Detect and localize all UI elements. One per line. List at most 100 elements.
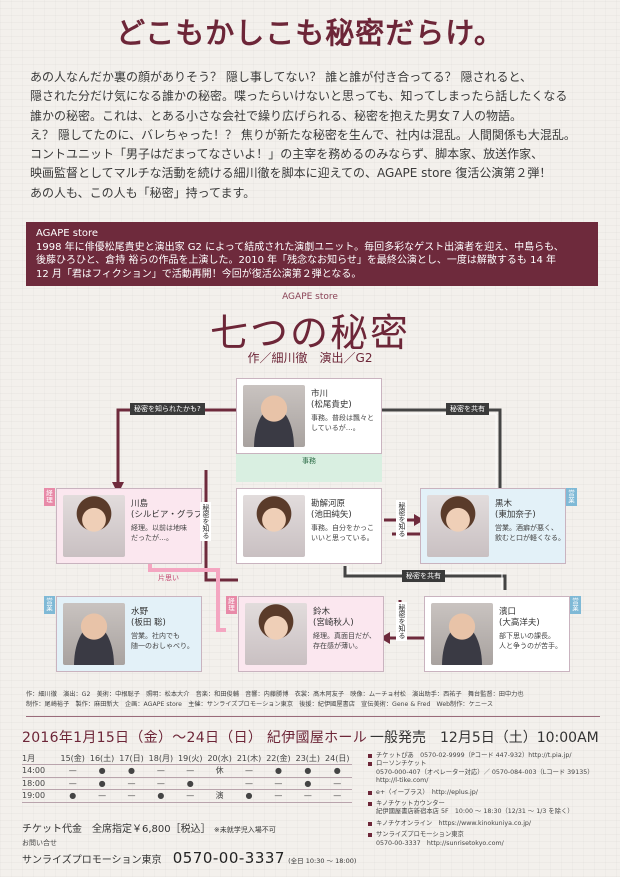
desc-kuroki: 営業。酒癖が悪く、飲むと口が軽くなる。 — [495, 524, 565, 542]
tab-eigyo: 営業 — [570, 596, 581, 614]
tab-eigyo: 営業 — [44, 596, 55, 614]
play-title: 七つの秘密 — [209, 311, 410, 355]
photo-ichikawa — [243, 385, 305, 447]
photo-hamaguchi — [431, 603, 493, 665]
ticket-outlet: ローソンチケット — [368, 760, 600, 768]
ticket-outlet: キノチケオンライン https://www.kinokuniya.co.jp/ — [368, 820, 600, 828]
name-mizuno: 水野(板田 聡) — [131, 607, 166, 628]
byline: 作／細川徹 演出／G2 — [247, 351, 373, 365]
schedule-row: 14:00 — ● ● — — 休 — ● ● ● — [22, 764, 352, 778]
desc-kawashima: 経理。以前は地味だったが…。 — [131, 524, 187, 542]
card-suzuki: 鈴木(宮崎秋人) 経理。真面目だが、存在感が薄い。 — [238, 596, 384, 672]
about-line: 1998 年に俳優松尾貴史と演出家 G2 によって結成された演劇ユニット。毎回多… — [36, 241, 564, 253]
schedule-day: 1月 — [22, 752, 58, 765]
schedule-cell: — — [146, 764, 176, 778]
ticket-outlet: キノチケットカウンター — [368, 800, 600, 808]
desc-ichikawa: 事務。普段は飄々としているが…。 — [311, 414, 374, 432]
schedule-day: 17(日) — [116, 752, 147, 765]
schedule-cell: — — [234, 764, 264, 778]
contact-org: サンライズプロモーション東京 — [22, 855, 162, 866]
contact-info: サンライズプロモーション東京 0570-00-3337 (全日 10:30 〜 … — [22, 849, 356, 867]
schedule-day: 20(水) — [204, 752, 235, 765]
label-knows-secret: 秘密を知る — [200, 502, 211, 541]
ticket-outlet: チケットぴあ 0570-02-9999（Pコード 447-932）http://… — [368, 752, 600, 760]
schedule-cell: ● — [175, 777, 205, 790]
schedule-time: 18:00 — [22, 777, 58, 790]
schedule-table: 1月 15(金) 16(土) 17(日) 18(月) 19(火) 20(水) 2… — [22, 752, 352, 803]
performance-dates: 2016年1月15日（金）〜24日（日） 紀伊國屋ホール — [22, 730, 368, 746]
schedule-cell: — — [87, 789, 117, 803]
line-ichikawa-kuroki — [382, 408, 502, 488]
card-hamaguchi: 濱口(大高洋夫) 部下思いの課長。人と争うのが苦手。 — [424, 596, 570, 672]
contact-hours: (全日 10:30 〜 18:00) — [288, 857, 357, 865]
photo-kawashima — [63, 495, 125, 557]
intro-line: え？ 隠してたのに、バレちゃった！？ 焦りが新たな秘密を生んで、社内は混乱。人間… — [30, 127, 576, 142]
card-mizuno: 水野(板田 聡) 営業。社内でも随一のおしゃべり。 — [56, 596, 202, 672]
schedule-day: 21(木) — [234, 752, 264, 765]
schedule-cell: ● — [116, 764, 147, 778]
schedule-time: 14:00 — [22, 764, 58, 778]
schedule-cell: ● — [87, 777, 117, 790]
arrow-head — [414, 514, 424, 526]
price-text: チケット代金 全席指定￥6,800［税込］ — [22, 824, 211, 835]
jimu-band: 事務 — [236, 454, 382, 482]
label-secret-shared: 秘密を共有 — [402, 570, 445, 582]
schedule-cell: — — [58, 777, 88, 790]
schedule-cell: ● — [58, 789, 88, 803]
schedule-cell: — — [175, 789, 205, 803]
about-heading: AGAPE store — [36, 228, 99, 239]
ticket-price: チケット代金 全席指定￥6,800［税込］ ※未就学児入場不可 — [22, 820, 276, 835]
schedule-cell: 演 — [204, 789, 235, 803]
schedule-cell: — — [263, 789, 294, 803]
intro-line: あの人も、この人も「秘密」持ってます。 — [30, 185, 256, 200]
schedule-cell — [204, 777, 235, 790]
schedule-day: 16(土) — [87, 752, 117, 765]
ticket-outlet: サンライズプロモーション東京 — [368, 831, 600, 839]
schedule-row: 19:00 ● — — ● — 演 ● — — — — [22, 789, 352, 803]
label-secret-known: 秘密を知られたかも? — [130, 403, 205, 415]
schedule-cell: ● — [322, 764, 352, 778]
photo-mizuno — [63, 603, 125, 665]
schedule-cell: — — [58, 764, 88, 778]
credits-line: 作：細川徹 演出：G2 美術：中根聡子 照明：松本大介 音楽：和田俊輔 音響：内… — [26, 691, 524, 698]
label-secret-shared: 秘密を共有 — [446, 403, 489, 415]
photo-kuroki — [427, 495, 489, 557]
schedule-cell: ● — [146, 789, 176, 803]
schedule-cell: — — [234, 777, 264, 790]
schedule-time: 19:00 — [22, 789, 58, 803]
intro-line: あの人なんだか裏の顔がありそう？ 隠し事してない？ 誰と誰が付き合ってる？ 隠さ… — [30, 70, 533, 84]
photo-suzuki — [245, 603, 307, 665]
card-kawashima: 川島(シルビア・グラブ) 経理。以前は地味だったが…。 — [56, 488, 206, 564]
intro-line: 誰かの秘密。これは、とある小さな会社で繰り広げられる、秘密を抱えた男女７人の物語… — [30, 108, 523, 123]
contact-phone: 0570-00-3337 — [172, 849, 285, 867]
relationship-chart: 市川(松尾貴史) 事務。普段は飄々としているが…。 事務 川島(シルビア・グラブ… — [0, 370, 620, 680]
schedule-cell: ● — [263, 764, 294, 778]
price-note: ※未就学児入場不可 — [213, 826, 276, 834]
photo-kadenokoji — [243, 495, 305, 557]
ticket-outlet: e+（イープラス） http://eplus.jp/ — [368, 789, 600, 797]
schedule-row: 18:00 — ● — — ● — — ● — — [22, 777, 352, 790]
general-sale: 一般発売 12月5日（土）10:00AM — [370, 730, 599, 746]
schedule-cell: — — [175, 764, 205, 778]
card-kadenokoji: 勘解河原(池田純矢) 事務。自分をかっこいいと思っている。 — [236, 488, 382, 564]
desc-hamaguchi: 部下思いの課長。人と争うのが苦手。 — [499, 632, 562, 650]
schedule-cell: — — [116, 777, 147, 790]
schedule-cell: — — [263, 777, 294, 790]
schedule-day: 15(金) — [58, 752, 88, 765]
schedule-cell: — — [322, 789, 352, 803]
credits-line: 制作：尾崎裕子 製作：麻田新大 企画：AGAPE store 主催：サンライズプ… — [26, 700, 494, 708]
schedule-cell: — — [146, 777, 176, 790]
intro-line: 隠された分だけ気になる誰かの秘密。喋ったらいけないと思っても、知ってしまったら話… — [30, 89, 568, 104]
tagline: どこもかしこも秘密だらけ。 — [116, 16, 504, 50]
tab-eigyo: 営業 — [566, 488, 577, 506]
schedule-cell: — — [322, 777, 352, 790]
divider — [26, 716, 600, 717]
schedule-day: 24(日) — [322, 752, 352, 765]
schedule-day: 19(火) — [175, 752, 205, 765]
line-ichikawa-kuroki-inner — [382, 413, 497, 488]
tab-keiri: 経理 — [226, 596, 237, 614]
card-kuroki: 黒木(東加奈子) 営業。酒癖が悪く、飲むと口が軽くなる。 — [420, 488, 566, 564]
name-kuroki: 黒木(東加奈子) — [495, 499, 536, 520]
ticket-outlet-detail: http://l-tike.com/ — [376, 777, 429, 785]
label-knows-secret: 秘密を知る — [396, 500, 407, 539]
